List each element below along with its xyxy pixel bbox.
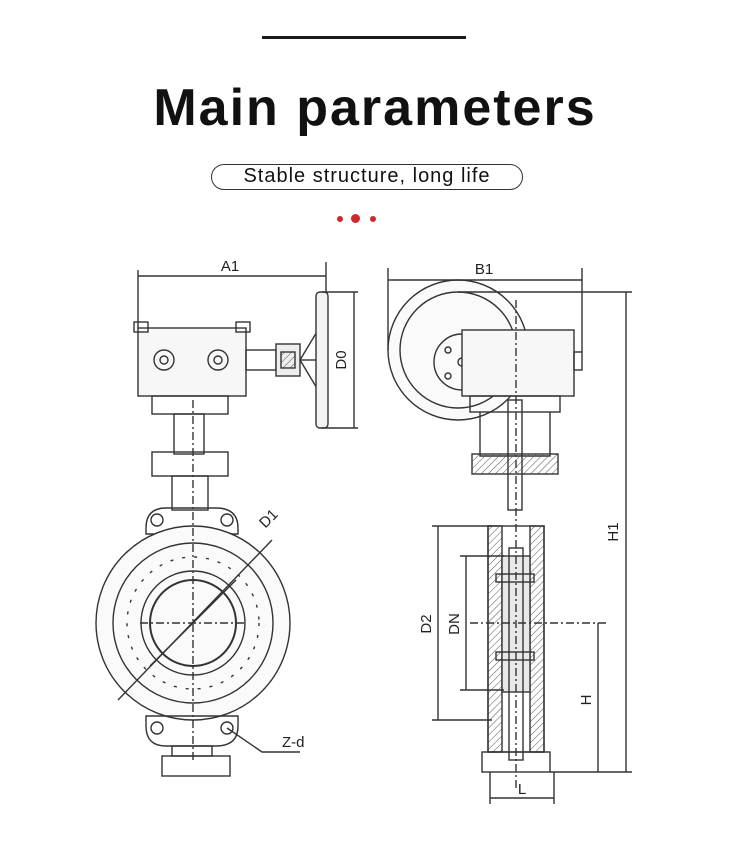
yoke: [479, 412, 551, 457]
stem-housing: [171, 475, 209, 511]
label-d2: D2: [418, 614, 435, 633]
front-view: [95, 262, 358, 777]
label-h1: H1: [605, 522, 622, 541]
label-b1: B1: [475, 261, 493, 278]
yoke-top: [469, 395, 561, 413]
gearbox-flange: [151, 395, 229, 415]
hub-bolt: [444, 346, 452, 354]
lug-bolt-hole: [150, 513, 164, 527]
lug-bolt-hole: [220, 721, 234, 735]
dot-center: [351, 214, 360, 223]
label-zd: Z-d: [282, 734, 305, 751]
bottom-boss: [171, 745, 213, 757]
label-h: H: [578, 695, 595, 706]
label-l: L: [518, 781, 526, 798]
lug-bolt-hole: [150, 721, 164, 735]
lug-bolt-hole: [220, 513, 234, 527]
top-lug: [145, 507, 239, 535]
body-wall-right: [529, 525, 545, 753]
label-a1: A1: [221, 258, 239, 275]
hub-bolt: [444, 372, 452, 380]
gearbox-bolt: [235, 321, 251, 333]
body-wall-left: [487, 525, 503, 753]
label-d0: D0: [333, 350, 350, 369]
stem-upper: [507, 399, 523, 511]
side-view: [387, 268, 632, 804]
neck: [173, 413, 205, 455]
decorative-top-line: [262, 36, 466, 39]
dot-left: [337, 216, 343, 222]
dot-right: [370, 216, 376, 222]
gearbox-boss-left-inner: [159, 355, 169, 365]
label-dn: DN: [446, 613, 463, 635]
gearbox-boss-right-inner: [213, 355, 223, 365]
handwheel-rim: [315, 291, 329, 429]
bottom-flange: [161, 755, 231, 777]
gearbox-boss-right: [207, 349, 229, 371]
bottom-lug: [145, 715, 239, 747]
valve-body-ring: [112, 542, 274, 704]
shaft-coupling-section: [280, 351, 296, 369]
label-d1: D1: [256, 506, 282, 532]
zd-leader: [226, 727, 300, 753]
subtitle-pill: Stable structure, long life: [211, 164, 523, 190]
gearbox-boss-left: [153, 349, 175, 371]
disc-pin: [495, 651, 535, 661]
gearbox-side: [461, 329, 575, 397]
stem-packing-section: [471, 453, 559, 475]
decorative-dots: [335, 212, 385, 226]
d1-dimension-line: [117, 539, 273, 701]
bolt-circle: [126, 556, 260, 690]
gearbox-bolt: [133, 321, 149, 333]
page-title: Main parameters: [153, 79, 597, 137]
disc-pin: [495, 573, 535, 583]
neck-flange: [151, 451, 229, 477]
gearbox-cap: [573, 351, 583, 371]
input-shaft: [245, 349, 277, 371]
